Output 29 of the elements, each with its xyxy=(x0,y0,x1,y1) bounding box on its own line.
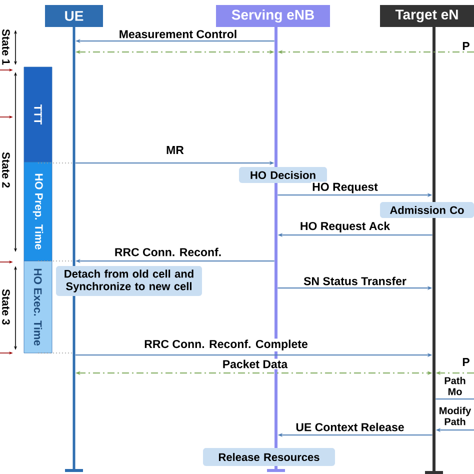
edge-label: P xyxy=(461,357,471,367)
state-label: State 1 xyxy=(1,28,11,66)
participant-header: Target eN xyxy=(380,5,474,27)
edge-label: MR xyxy=(165,145,185,155)
action-box: Admission Co xyxy=(380,202,474,218)
participant-header: Serving eNB xyxy=(216,5,330,27)
edge-label: Modify Path xyxy=(436,406,474,426)
action-box: Release Resources xyxy=(203,448,335,466)
edge-label: SN Status Transfer xyxy=(302,276,408,286)
edge-label: Measurement Control xyxy=(118,28,238,40)
state-label: State 2 xyxy=(1,150,11,190)
timing-bar: HO Prep. Time xyxy=(24,162,52,262)
edge-label: P xyxy=(461,41,471,51)
timing-bar: TTT xyxy=(24,66,52,162)
guide-line xyxy=(38,260,73,262)
edge-label: Packet Data xyxy=(221,358,289,370)
edge-label: UE Context Release xyxy=(294,422,406,432)
edge-label: HO Request Ack xyxy=(298,220,392,234)
edge-label: Path Mo xyxy=(436,376,474,396)
action-box: Detach from old cell and Synchronize to new cell xyxy=(56,266,202,296)
state-label: State 3 xyxy=(1,288,11,326)
participant-header: UE xyxy=(45,5,103,27)
edge-label: RRC Conn. Reconf. xyxy=(113,246,223,258)
edge-label: RRC Conn. Reconf. Complete xyxy=(143,338,309,352)
timing-bar: HO Exec. Time xyxy=(24,260,52,354)
guide-line xyxy=(38,162,73,164)
edge-label: HO Request xyxy=(311,182,379,194)
guide-line xyxy=(38,352,73,354)
action-box: HO Decision xyxy=(239,167,327,183)
